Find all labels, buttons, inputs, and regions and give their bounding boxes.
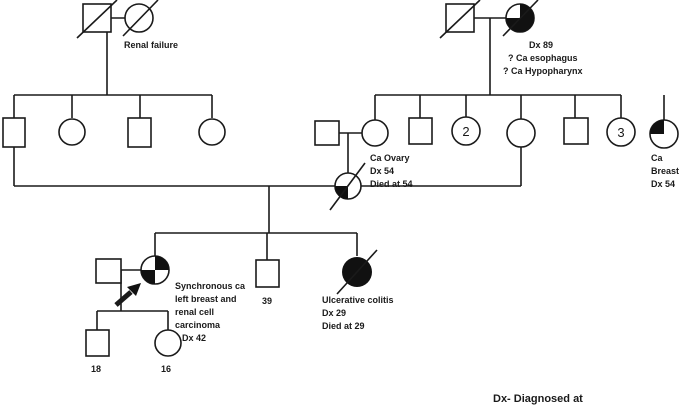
note-maternal-aunt-breast: Ca Breast Dx 54 — [651, 153, 682, 189]
maternal-aunts-group-a: 2 — [451, 116, 481, 146]
note-paternal-grandmother: Renal failure — [124, 40, 178, 50]
sister-deceased — [336, 249, 378, 295]
paternal-uncle-1 — [2, 117, 26, 148]
daughter — [154, 329, 182, 357]
note-daughter: 16 — [161, 364, 171, 374]
maternal-aunt-breast-cancer — [649, 119, 679, 149]
maternal-uncle-1 — [408, 117, 433, 145]
paternal-grandmother — [122, 0, 159, 37]
note-proband: Synchronous ca left breast and renal cel… — [175, 281, 248, 343]
note-maternal-cousin: Ca Ovary Dx 54 Died at 54 — [370, 153, 413, 189]
maternal-aunt-spouse — [314, 120, 340, 146]
paternal-aunt-1 — [58, 118, 86, 146]
maternal-grandmother — [502, 0, 539, 37]
maternal-uncle-2 — [563, 117, 589, 145]
note-sister: Ulcerative colitis Dx 29 Died at 29 — [322, 295, 396, 331]
paternal-grandfather — [76, 0, 118, 39]
maternal-aunts-count-b: 3 — [617, 125, 624, 140]
note-son: 18 — [91, 364, 101, 374]
maternal-aunt-1 — [361, 119, 389, 147]
son — [85, 329, 110, 357]
brother — [255, 259, 280, 288]
note-maternal-grandmother: Dx 89 ? Ca esophagus ? Ca Hypopharynx — [503, 40, 583, 76]
pedigree-lines — [13, 17, 665, 330]
paternal-aunt-2 — [198, 118, 226, 146]
maternal-aunts-group-b: 3 — [606, 117, 636, 147]
legend: Dx- Diagnosed at — [493, 393, 583, 405]
note-brother: 39 — [262, 296, 272, 306]
maternal-cousin — [329, 162, 366, 211]
maternal-aunts-count-a: 2 — [462, 124, 469, 139]
paternal-uncle-2 — [127, 117, 152, 148]
mother — [506, 118, 536, 148]
proband — [140, 255, 170, 285]
maternal-grandfather — [439, 0, 481, 39]
proband-arrow — [114, 283, 141, 307]
proband-spouse — [95, 258, 122, 284]
